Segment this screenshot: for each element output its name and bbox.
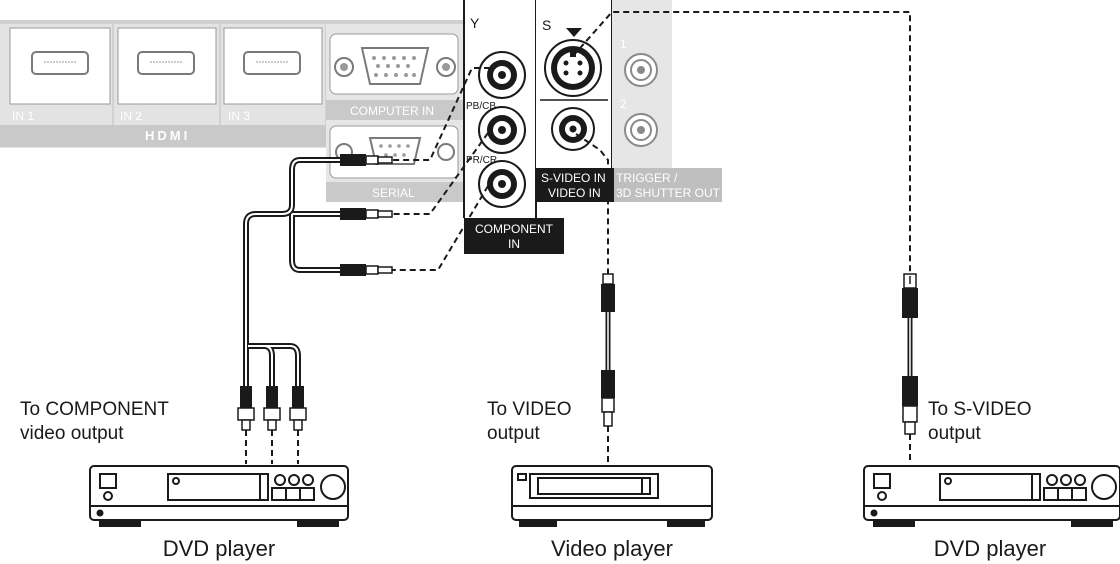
trigger-jack-1[interactable] xyxy=(624,53,658,87)
pb-label: PB/CB xyxy=(466,101,496,112)
video-player xyxy=(511,465,713,527)
component-cable xyxy=(237,67,490,464)
dvd-player-right-label: DVD player xyxy=(934,536,1046,561)
component-output-label-2: video output xyxy=(20,423,124,444)
num-1-label: 1 xyxy=(620,37,627,51)
s-video-cable xyxy=(572,11,918,464)
y-label: Y xyxy=(470,15,480,31)
component-in-label-1: COMPONENT xyxy=(475,222,554,236)
component-end-plugs xyxy=(237,386,307,431)
trigger-label-2: 3D SHUTTER OUT xyxy=(616,186,721,200)
s-video-output-label-2: output xyxy=(928,423,982,444)
video-output-label-1: To VIDEO xyxy=(487,399,571,420)
s-video-output-label-1: To S-VIDEO xyxy=(928,399,1031,420)
s-video-in-label: S-VIDEO IN xyxy=(541,171,606,185)
hdmi-in3-label: IN 3 xyxy=(228,109,250,123)
pr-label: PR/CR xyxy=(466,155,497,166)
num-2-label: 2 xyxy=(620,97,627,111)
projector-panel: IN 1 IN 2 IN 3 HDMI COMPUTER IN xyxy=(0,0,722,254)
s-label: S xyxy=(542,17,551,33)
hdmi-in1-label: IN 1 xyxy=(12,109,34,123)
serial-port[interactable] xyxy=(329,125,459,179)
hdmi-port-2[interactable] xyxy=(117,27,217,105)
component-y-jack[interactable] xyxy=(478,51,526,99)
s-video-marker-icon xyxy=(566,28,582,37)
s-video-in-jack[interactable] xyxy=(544,39,602,97)
video-player-label: Video player xyxy=(551,536,673,561)
component-pb-jack[interactable] xyxy=(478,106,526,154)
video-cable xyxy=(575,133,615,464)
component-in-label-2: IN xyxy=(508,237,520,251)
hdmi-port-3[interactable] xyxy=(223,27,323,105)
trigger-jack-2[interactable] xyxy=(624,113,658,147)
hdmi-logo: HDMI xyxy=(145,128,190,143)
video-in-label: VIDEO IN xyxy=(548,186,601,200)
component-plug-y xyxy=(340,154,393,166)
video-in-jack[interactable] xyxy=(551,107,595,151)
computer-in-label: COMPUTER IN xyxy=(350,104,434,118)
hdmi-port-1[interactable] xyxy=(9,27,111,105)
hdmi-in2-label: IN 2 xyxy=(120,109,142,123)
video-output-label-2: output xyxy=(487,423,541,444)
component-plug-pb xyxy=(340,208,393,220)
dvd-player-left xyxy=(89,465,349,527)
dvd-player-left-label: DVD player xyxy=(163,536,275,561)
component-plug-pr xyxy=(340,264,393,276)
trigger-label-1: TRIGGER / xyxy=(616,171,678,185)
serial-label: SERIAL xyxy=(372,186,415,200)
component-output-label-1: To COMPONENT xyxy=(20,399,169,420)
component-pr-jack[interactable] xyxy=(478,160,526,208)
computer-in-port[interactable] xyxy=(329,33,459,95)
dvd-player-right xyxy=(863,465,1120,527)
